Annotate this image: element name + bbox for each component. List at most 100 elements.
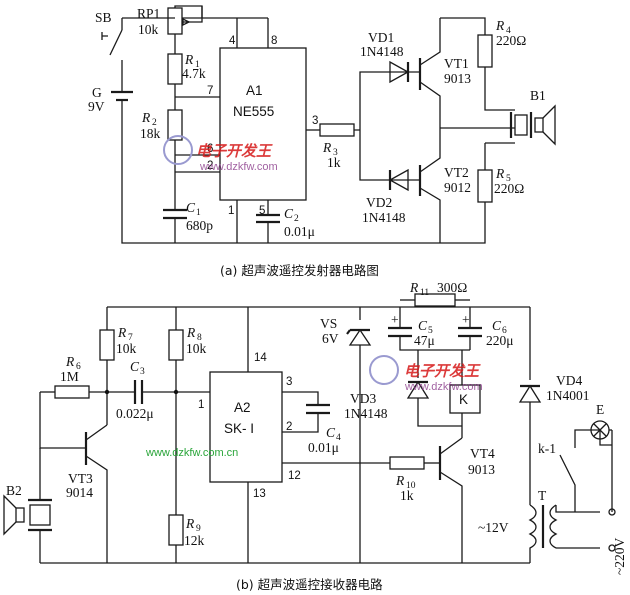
watermark-url-c: www.dzkfw.com.cn xyxy=(145,447,238,459)
pin-14: 14 xyxy=(254,352,267,364)
label-r4-sub: 4 xyxy=(506,26,511,36)
r8-body xyxy=(168,329,184,361)
pin-13: 13 xyxy=(253,488,266,500)
label-r10: R xyxy=(395,473,405,488)
label-c6-val: 220μ xyxy=(486,333,514,348)
label-c3-val: 0.022μ xyxy=(116,406,154,421)
label-rp1: RP1 xyxy=(137,6,160,21)
label-r6-sub: 6 xyxy=(76,362,81,372)
vt2-legs xyxy=(419,135,441,243)
node-c3 xyxy=(104,389,110,395)
vt1-legs xyxy=(419,18,441,120)
r6-body xyxy=(54,385,90,399)
watermark-logo-a: 电子开发王 www.dzkfw.com xyxy=(163,135,278,173)
wire-pin6-pin2 xyxy=(175,154,220,173)
pin-5: 5 xyxy=(259,205,265,217)
t-secondary-coil xyxy=(549,504,558,549)
wire-pin2-c4 xyxy=(282,413,319,433)
a2-chip xyxy=(209,371,283,483)
b1-element xyxy=(514,114,528,136)
label-r9-sub: 9 xyxy=(196,524,201,534)
pin-7: 7 xyxy=(207,85,213,97)
b1-plates xyxy=(509,112,533,138)
label-r8-sub: 8 xyxy=(197,333,202,343)
vs-bar xyxy=(346,328,370,335)
c1-plates xyxy=(163,208,187,220)
transmitter-circuit: SB RP1 10k R 1 4.7k R 2 18k G 9V C 1 680… xyxy=(88,5,556,278)
r3-body xyxy=(319,123,355,137)
label-c5-sub: 5 xyxy=(428,326,433,336)
lamp-e-cross xyxy=(593,423,607,437)
wire-r5-top xyxy=(484,142,515,170)
label-g-val: 9V xyxy=(88,99,105,114)
label-b1: B1 xyxy=(530,88,546,103)
node-r8 xyxy=(173,389,179,395)
b1-speaker-box xyxy=(534,117,544,133)
wire-pin4-pin8 xyxy=(236,18,269,48)
pin-2: 2 xyxy=(207,160,213,172)
relay-k xyxy=(449,384,481,414)
caption-a: (a) 超声波遥控发射器电路图 xyxy=(220,263,379,278)
vd4-triangle xyxy=(518,384,542,403)
watermark-logo-b: 电子开发王 www.dzkfw.com xyxy=(369,355,483,393)
vd2-triangle xyxy=(388,168,409,192)
wire-r4-top xyxy=(440,17,486,35)
label-vs: VS xyxy=(320,316,337,331)
label-c1-val: 680p xyxy=(186,218,213,233)
label-b2: B2 xyxy=(6,483,22,498)
pin-3: 3 xyxy=(312,115,318,127)
watermark-url-a: www.dzkfw.com xyxy=(199,161,278,173)
label-c4-sub: 4 xyxy=(336,433,341,443)
pin-1: 1 xyxy=(228,205,234,217)
watermark-url-b: www.dzkfw.com xyxy=(404,381,483,393)
vt3-legs xyxy=(85,424,108,563)
label-r5-sub: 5 xyxy=(506,174,511,184)
pin-1b: 1 xyxy=(198,399,204,411)
c4-plates xyxy=(306,403,330,415)
vs-triangle xyxy=(348,328,372,346)
label-r1: R xyxy=(184,52,194,67)
label-vt3: VT3 xyxy=(68,471,93,486)
label-r8-val: 10k xyxy=(186,341,207,356)
label-c3-sub: 3 xyxy=(140,367,145,377)
b1-speaker-cone xyxy=(542,104,556,146)
ground-bus-a xyxy=(121,100,360,244)
label-r7-sub: 7 xyxy=(128,333,133,343)
label-vs-val: 6V xyxy=(322,331,339,346)
label-r2: R xyxy=(141,110,151,125)
label-vt1-val: 9013 xyxy=(444,71,471,86)
label-c6-sub: 6 xyxy=(502,326,507,336)
label-r5: R xyxy=(495,166,505,181)
label-c1-sub: 1 xyxy=(196,208,201,218)
label-c1: C xyxy=(186,200,196,215)
label-rp1-val: 10k xyxy=(138,22,159,37)
label-c5: C xyxy=(418,318,428,333)
label-vd4-val: 1N4001 xyxy=(546,388,590,403)
label-t: T xyxy=(538,488,547,503)
b2-plates xyxy=(28,498,52,532)
label-vt2: VT2 xyxy=(444,165,469,180)
c5-plates xyxy=(388,326,412,338)
r5-body xyxy=(477,169,493,203)
label-vd3: VD3 xyxy=(350,391,376,406)
label-r10-sub: 10 xyxy=(406,481,416,491)
switch-k1 xyxy=(559,454,576,512)
label-a2: A2 xyxy=(234,400,251,415)
wire-t-secondary xyxy=(555,505,600,549)
label-c6-plus: + xyxy=(462,312,470,327)
wire-c5-bottom xyxy=(399,336,470,351)
label-r4-val: 220Ω xyxy=(496,33,526,48)
label-vt2-val: 9012 xyxy=(444,180,471,195)
r1-body xyxy=(167,53,183,85)
vd1-triangle xyxy=(389,60,410,84)
wire-r5-gnd xyxy=(360,202,486,244)
label-vt1: VT1 xyxy=(444,56,469,71)
label-r11-val: 300Ω xyxy=(437,280,467,295)
vt4-legs xyxy=(439,437,463,563)
c3-plates xyxy=(133,380,144,404)
label-vt4: VT4 xyxy=(470,446,495,461)
wire-r3-diodes xyxy=(354,71,378,181)
label-r1-sub: 1 xyxy=(195,60,200,70)
terminal-220-a xyxy=(608,508,616,516)
